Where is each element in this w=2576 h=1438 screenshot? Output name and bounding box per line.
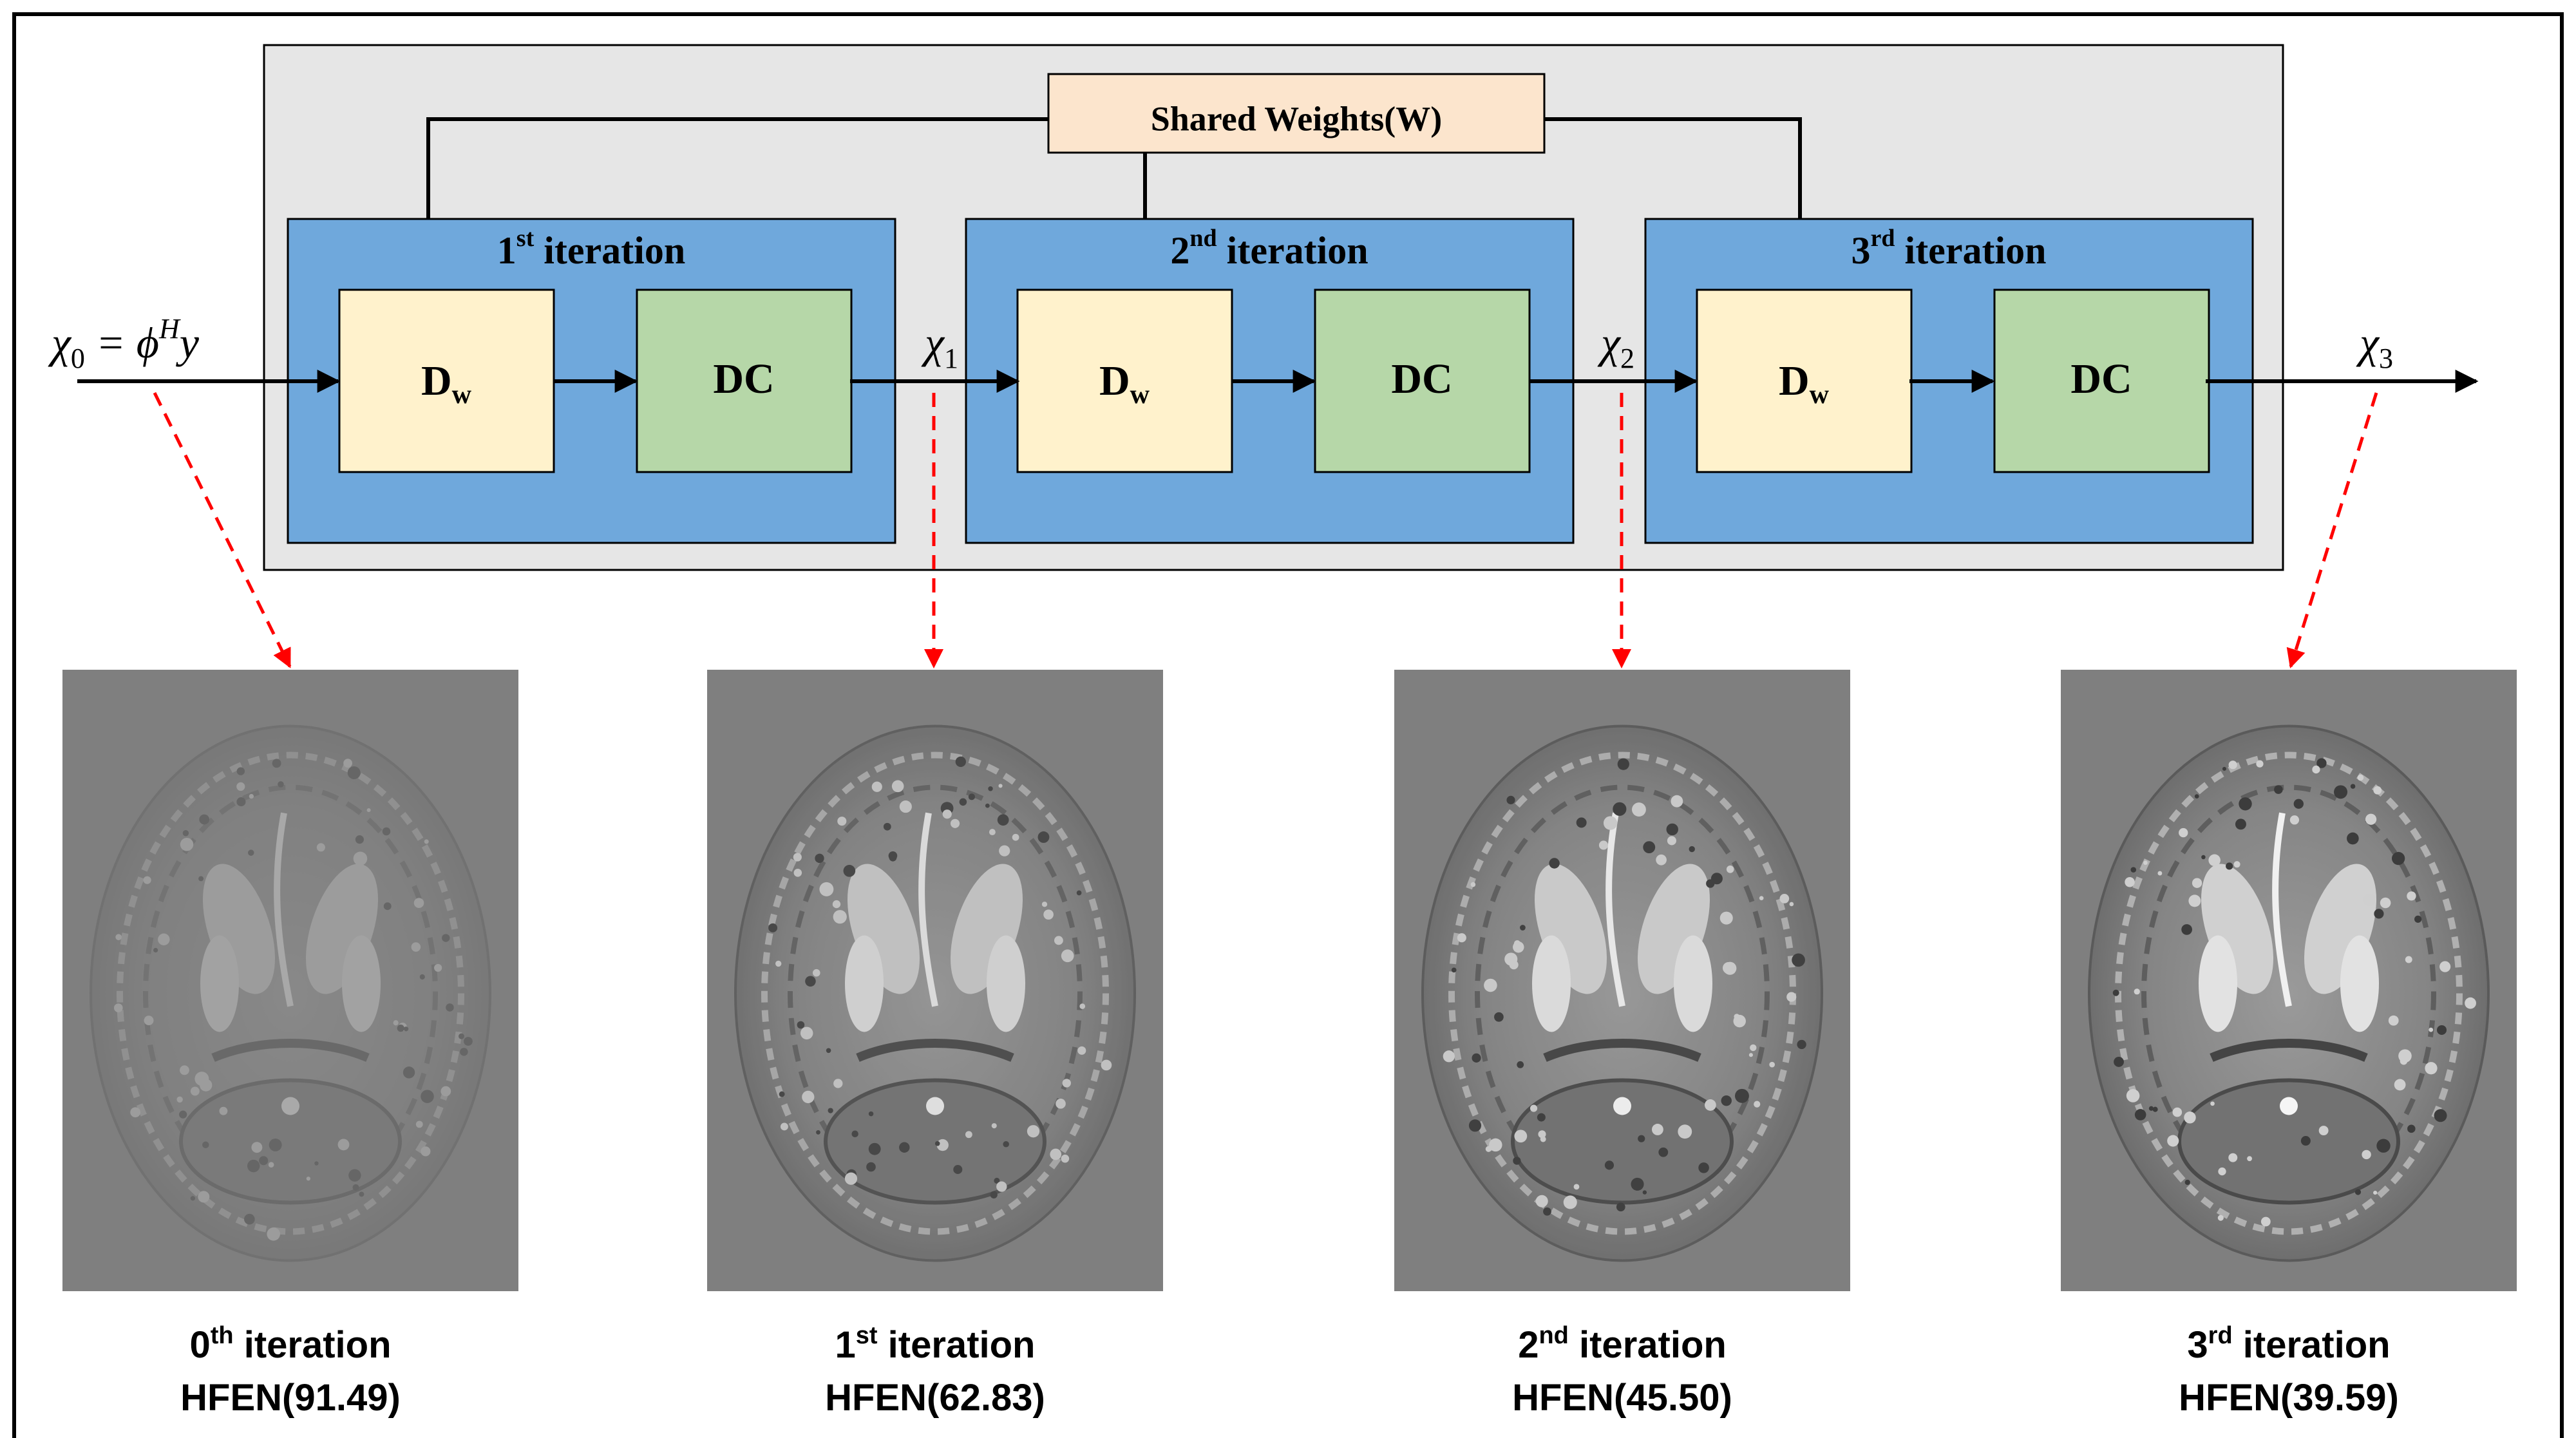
denoiser-block: Dw — [338, 289, 555, 473]
probe-arrow-3 — [2286, 392, 2378, 668]
brain-slice — [2088, 724, 2490, 1262]
probe-arrows — [153, 392, 2378, 668]
stage-title: 3rd iteration — [1852, 225, 2047, 272]
dc-label: DC — [2070, 355, 2132, 402]
result-metric: HFEN(39.59) — [2179, 1377, 2399, 1419]
brain-slice — [90, 724, 491, 1262]
denoiser-block: Dw — [1696, 289, 1913, 473]
shared-weights-label: Shared Weights(W) — [1151, 99, 1443, 138]
stage-title: 1st iteration — [497, 225, 685, 272]
result-caption: 0th iteration — [189, 1322, 391, 1366]
denoiser-label: Dw — [1099, 357, 1150, 410]
stage-title: 2nd iteration — [1170, 225, 1368, 272]
dc-label: DC — [1391, 355, 1452, 402]
signal-label-0: χ0 = ϕHy — [48, 313, 200, 374]
signal-label-1: χ1 — [921, 318, 958, 374]
result-caption: 1st iteration — [835, 1322, 1036, 1366]
signal-label-2: χ2 — [1597, 318, 1634, 374]
data-consistency-block: DC — [1993, 289, 2210, 473]
denoiser-block: Dw — [1016, 289, 1233, 473]
brain-slice — [734, 724, 1136, 1262]
denoiser-label: Dw — [421, 357, 472, 410]
shared-weights-node: Shared Weights(W) — [1047, 73, 1546, 154]
result-metric: HFEN(45.50) — [1512, 1377, 1732, 1419]
result-caption: 3rd iteration — [2187, 1322, 2390, 1366]
dc-label: DC — [713, 355, 774, 402]
denoiser-label: Dw — [1779, 357, 1830, 410]
result-caption: 2nd iteration — [1518, 1322, 1727, 1366]
data-consistency-block: DC — [636, 289, 853, 473]
result-metric: HFEN(62.83) — [825, 1377, 1045, 1419]
brain-slice — [1421, 724, 1823, 1262]
result-metric: HFEN(91.49) — [180, 1377, 401, 1419]
figure-border — [12, 12, 2564, 1438]
data-consistency-block: DC — [1314, 289, 1531, 473]
probe-arrow-0 — [153, 392, 292, 668]
signal-label-3: χ3 — [2356, 318, 2393, 374]
